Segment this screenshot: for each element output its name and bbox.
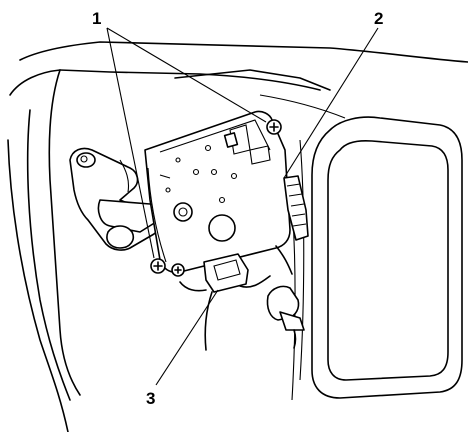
callout-1: 1 [92,9,101,28]
cable-harness [275,175,309,275]
latch-bracket [69,147,161,251]
actuator-body [144,110,291,274]
leader-lines [106,27,379,386]
screw-icon [266,119,282,135]
mounting-screws [150,119,282,277]
screw-icon [150,258,166,274]
wire-clip [266,285,305,349]
electrical-connector [179,253,271,351]
window-frame [291,116,463,401]
screw-icon [171,263,185,277]
housing-outline [7,41,468,432]
callout-2: 2 [374,9,383,28]
callout-3: 3 [146,389,155,408]
